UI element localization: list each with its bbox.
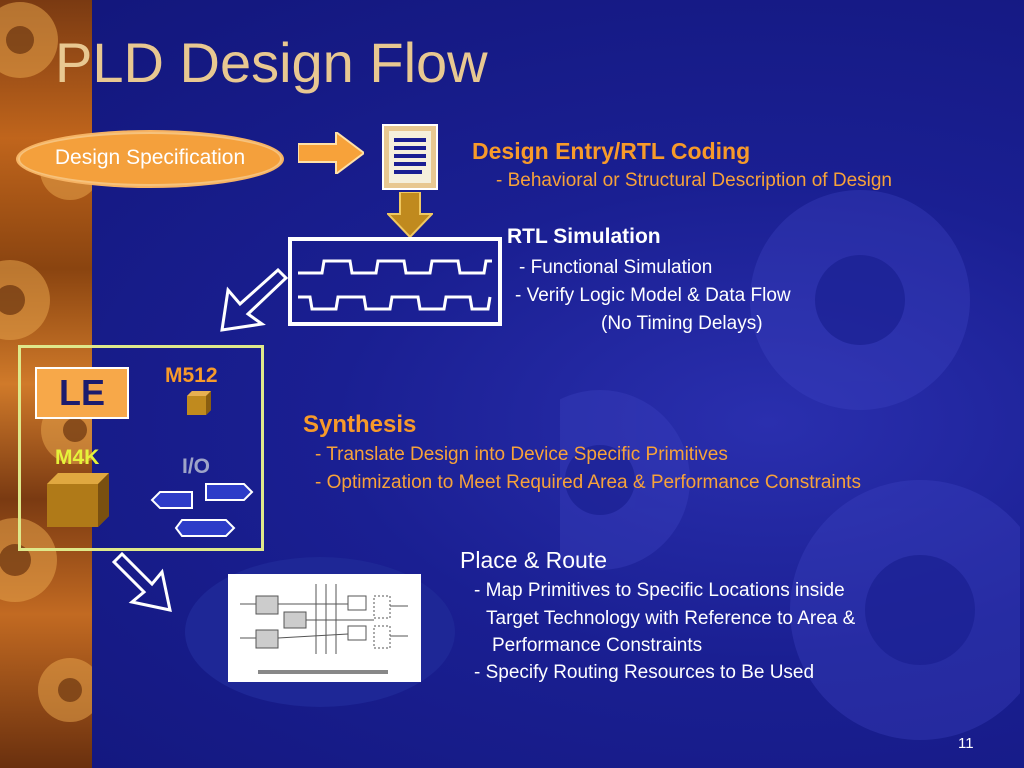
waveform-icon: [298, 259, 492, 311]
design-specification-label: Design Specification: [54, 146, 246, 169]
m4k-label: M4K: [55, 446, 100, 469]
background-gears: [560, 190, 1020, 740]
io-label: I/O: [182, 455, 211, 478]
rtl-simulation-line: (No Timing Delays): [601, 313, 763, 334]
synthesis-line: - Optimization to Meet Required Area & P…: [315, 472, 861, 493]
design-entry-line: - Behavioral or Structural Description o…: [496, 170, 893, 191]
le-block: LE: [35, 367, 129, 419]
m4k-cube-icon: [47, 473, 109, 527]
arrow-down-left-icon: [220, 268, 288, 332]
gear-icon: [0, 2, 92, 722]
clb-figure-image: [228, 574, 421, 682]
design-entry-heading: Design Entry/RTL Coding: [472, 138, 751, 164]
m512-label: M512: [165, 364, 218, 387]
synthesis-line: - Translate Design into Device Specific …: [315, 444, 728, 465]
rtl-simulation-heading: RTL Simulation: [507, 225, 661, 248]
place-route-heading: Place & Route: [460, 547, 608, 573]
document-icon: [382, 124, 438, 190]
m512-cube-icon: [187, 391, 211, 415]
place-route-line: - Specify Routing Resources to Be Used: [474, 662, 815, 683]
io-pins-icon: [150, 483, 254, 537]
arrow-down-right-icon: [112, 552, 172, 612]
design-specification-oval: Design Specification: [16, 130, 284, 188]
place-route-line: - Map Primitives to Specific Locations i…: [474, 580, 845, 601]
place-route-line: Target Technology with Reference to Area…: [486, 608, 856, 629]
place-route-line: Performance Constraints: [492, 635, 703, 656]
arrow-right-icon: [298, 132, 364, 174]
page-number: 11: [958, 735, 974, 752]
waveform-box: [288, 237, 502, 326]
rtl-simulation-line: - Functional Simulation: [519, 257, 713, 278]
slide-title: PLD Design Flow: [55, 31, 488, 94]
rtl-simulation-line: - Verify Logic Model & Data Flow: [515, 285, 791, 306]
arrow-down-icon: [387, 192, 433, 238]
logic-block-diagram-icon: [240, 584, 408, 674]
device-block-box: [18, 345, 264, 551]
synthesis-heading: Synthesis: [303, 411, 417, 438]
